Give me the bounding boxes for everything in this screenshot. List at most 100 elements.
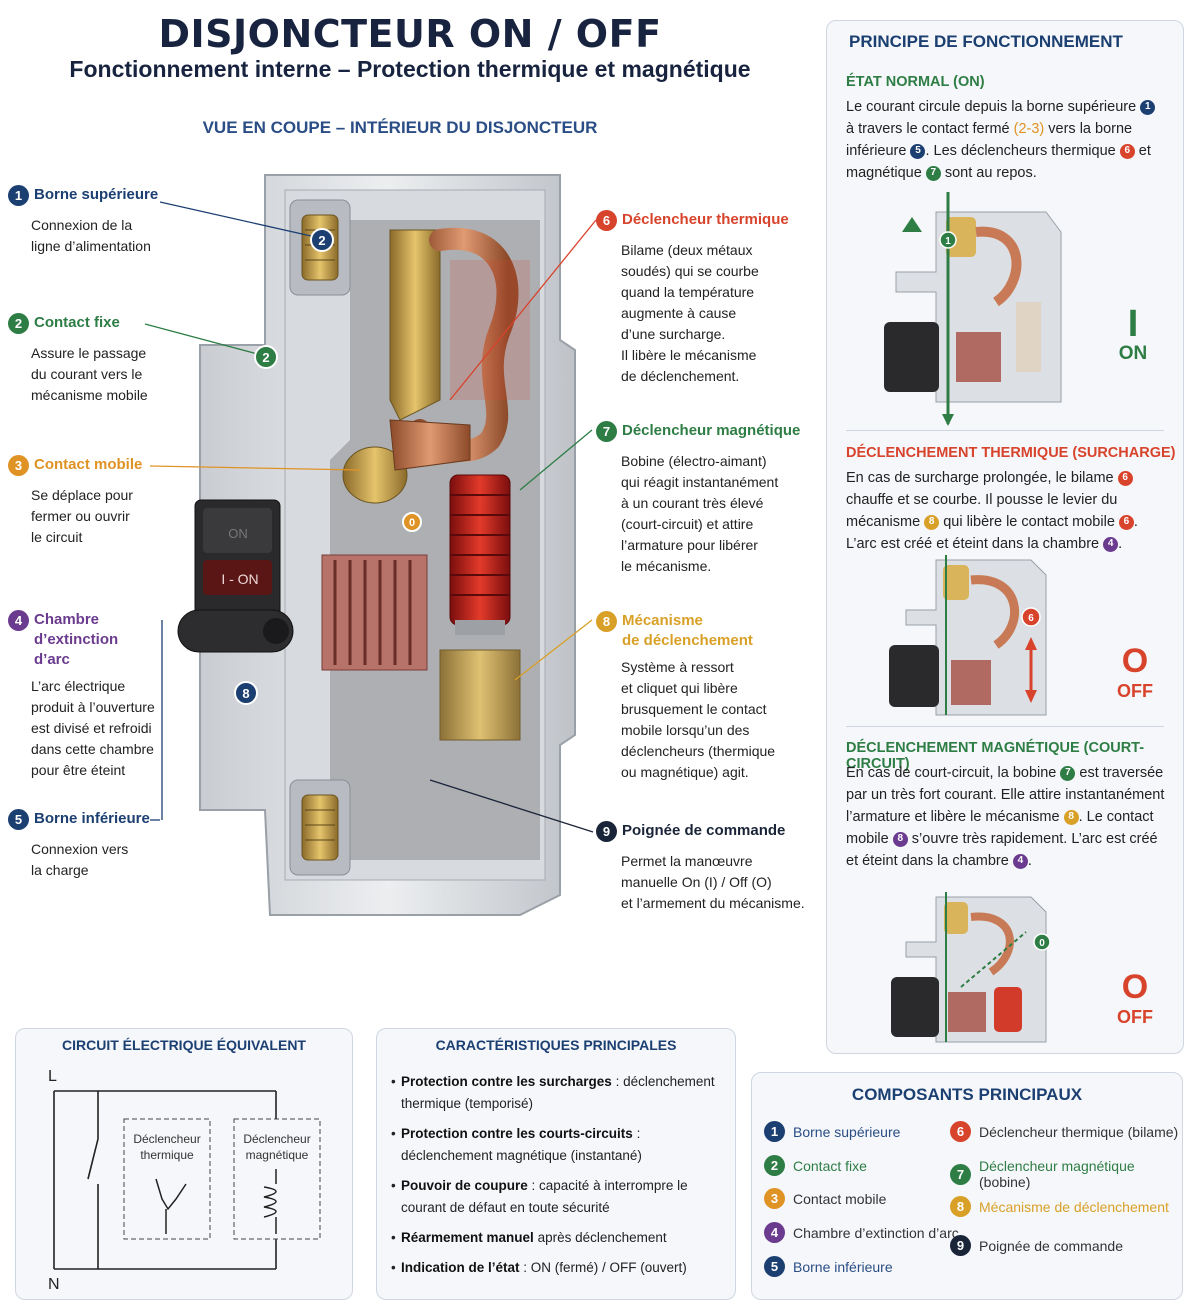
label-desc: Système à ressort et cliquet qui libère … [621, 659, 776, 780]
state-magnetic-head: DÉCLENCHEMENT MAGNÉTIQUE (COURT-CIRCUIT) [846, 740, 1145, 772]
list-item: Réarmement manuel après déclenchement [391, 1227, 729, 1249]
label-desc: L’arc électrique produit à l’ouverture e… [31, 678, 155, 778]
mark-top-terminal: 2 [318, 233, 325, 248]
list-item: Protection contre les courts-circuits : … [391, 1123, 729, 1167]
thermal-label-1: Déclencheur [133, 1132, 200, 1146]
principe-content: PRINCIPE DE FONCTIONNEMENT ÉTAT NORMAL (… [826, 20, 1184, 1315]
state-thermal-symbol: O [1121, 642, 1149, 680]
label-title: Poignée de commande [622, 822, 786, 839]
mini-mark: 6 [1028, 613, 1034, 624]
caracteristiques-title: CARACTÉRISTIQUES PRINCIPALES [435, 1037, 677, 1053]
state-normal-text: Le courant circule depuis la borne supér… [846, 96, 1166, 184]
label-declencheur-thermique: 6 Déclencheur thermique Bilame (deux méta… [596, 210, 816, 387]
handle-top-text: ON [228, 526, 248, 541]
label-desc: Assure le passage du courant vers le méc… [31, 345, 148, 403]
label-desc: Permet la manœuvre manuelle On (I) / Off… [621, 853, 805, 911]
number-badge: 6 [596, 210, 617, 231]
label-title: Borne inférieure [34, 810, 150, 827]
circuit-diagram: L N Déclencheur thermique Déclencheur ma… [48, 1068, 321, 1293]
trip-mechanism [439, 649, 521, 741]
separator [846, 430, 1164, 431]
list-item: Indication de l’état : ON (fermé) / OFF … [391, 1257, 729, 1279]
mini-mark: 1 [945, 236, 951, 247]
list-item: Pouvoir de coupure : capacité à interrom… [391, 1175, 729, 1219]
label-borne-superieure: 1 Borne supérieure Connexion de la ligne … [8, 185, 178, 257]
caracteristiques-list: Protection contre les surcharges : décle… [391, 1071, 729, 1287]
label-borne-inferieure: 5 Borne inférieure Connexion vers la char… [8, 809, 178, 881]
mark-fixed-contact: 2 [262, 350, 269, 365]
number-badge: 3 [8, 455, 29, 476]
number-badge: 7 [596, 421, 617, 442]
number-badge: 5 [8, 809, 29, 830]
circuit-title: CIRCUIT ÉLECTRIQUE ÉQUIVALENT [62, 1037, 306, 1053]
cutaway-section-title: VUE EN COUPE – INTÉRIEUR DU DISJONCTEUR [202, 118, 598, 137]
label-title: Mécanisme de déclenchement [622, 612, 753, 649]
label-desc: Connexion vers la charge [31, 841, 129, 878]
label-desc: Bilame (deux métaux soudés) qui se courb… [621, 242, 759, 384]
label-poignee: 9 Poignée de commande Permet la manœuvre … [596, 821, 821, 914]
label-title: Déclencheur thermique [622, 211, 789, 228]
state-normal-head: ÉTAT NORMAL (ON) [846, 74, 985, 90]
label-declencheur-magnetique: 7 Déclencheur magnétique Bobine (électro-… [596, 421, 821, 577]
mini-breaker-magnetic: 0 [891, 892, 1051, 1043]
state-thermal-label: OFF [1117, 681, 1153, 701]
bottom-terminal-screw [301, 794, 339, 861]
magnetic-label-1: Déclencheur [243, 1132, 310, 1146]
label-title: Contact fixe [34, 314, 120, 331]
label-title: Borne supérieure [34, 186, 159, 203]
principe-panel [826, 20, 1184, 1054]
label-title: Contact mobile [34, 456, 143, 473]
state-thermal-head: DÉCLENCHEMENT THERMIQUE (SURCHARGE) [846, 445, 1176, 461]
mini-mark: 0 [1039, 938, 1045, 949]
mini-breaker-on: 1 [884, 192, 1062, 426]
circuit-line-label: L [48, 1068, 57, 1085]
circuit-neutral-label: N [48, 1276, 60, 1293]
circuit-panel: CIRCUIT ÉLECTRIQUE ÉQUIVALENT L N Déclen… [15, 1028, 353, 1300]
magnetic-coil [449, 474, 511, 626]
separator [846, 726, 1164, 727]
state-magnetic-label: OFF [1117, 1007, 1153, 1027]
breaker-cutaway-illustration: I - ON ON 2 2 8 0 [144, 174, 597, 916]
principe-title: PRINCIPE DE FONCTIONNEMENT [849, 32, 1123, 51]
number-badge: 4 [8, 610, 29, 631]
number-badge: 8 [596, 611, 617, 632]
label-desc: Connexion de la ligne d’alimentation [31, 217, 151, 254]
number-badge: 9 [596, 821, 617, 842]
state-magnetic-text: En cas de court-circuit, la bobine 7 est… [846, 765, 1165, 869]
number-badge: 2 [8, 313, 29, 334]
state-normal-symbol: I [1127, 303, 1139, 345]
mini-breaker-thermal: 6 [889, 555, 1047, 716]
page-title: DISJONCTEUR ON / OFF [158, 12, 662, 56]
caracteristiques-panel: CARACTÉRISTIQUES PRINCIPALES Protection … [376, 1028, 736, 1300]
composants-title: COMPOSANTS PRINCIPAUX [851, 1085, 1083, 1104]
number-badge: 1 [8, 185, 29, 206]
label-title: Déclencheur magnétique [622, 422, 801, 439]
thermal-label-2: thermique [140, 1148, 194, 1162]
handle-on-text: I - ON [221, 571, 258, 587]
mark-moving-contact: 0 [409, 517, 415, 529]
page-subtitle: Fonctionnement interne – Protection ther… [69, 56, 751, 82]
moving-contact [342, 446, 408, 504]
label-desc: Se déplace pour fermer ou ouvrir le circ… [31, 487, 133, 545]
label-desc: Bobine (électro-aimant) qui réagit insta… [621, 453, 779, 574]
mark-mechanism: 8 [242, 686, 249, 701]
label-contact-fixe: 2 Contact fixe Assure le passage du coura… [8, 313, 178, 406]
state-thermal-text: En cas de surcharge prolongée, le bilame… [846, 470, 1138, 552]
list-item: Protection contre les surcharges : décle… [391, 1071, 729, 1115]
label-title: Chambre d’extinction d’arc [34, 611, 119, 668]
state-magnetic-symbol: O [1121, 968, 1149, 1006]
label-contact-mobile: 3 Contact mobile Se déplace pour fermer o… [8, 455, 178, 548]
brass-conductor [389, 229, 441, 421]
